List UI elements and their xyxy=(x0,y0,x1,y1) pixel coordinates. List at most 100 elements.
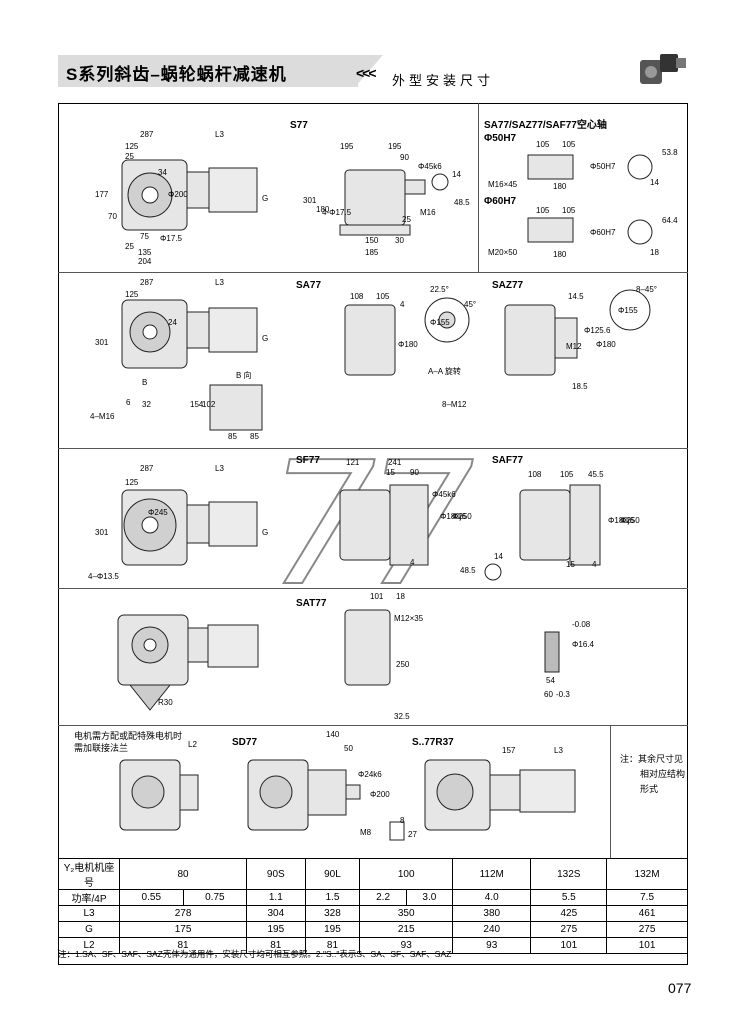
sa77-motor xyxy=(208,307,258,353)
table-cell: 132M xyxy=(606,858,688,890)
side-note-line: 相对应结构 xyxy=(640,769,686,779)
table-row: L2 81 81 81 93 93 101 101 xyxy=(58,937,688,954)
row-header: G xyxy=(58,921,120,938)
dim: 18 xyxy=(396,592,405,601)
dim: 25 xyxy=(125,152,134,161)
dim: 90 xyxy=(400,153,409,162)
dim: 25 xyxy=(125,242,134,251)
table-cell: 101 xyxy=(530,937,608,954)
dim: M8 xyxy=(360,828,372,837)
sa77-b-view xyxy=(209,384,263,431)
dim: Φ180j6 xyxy=(608,516,634,525)
table-cell: 3.0 xyxy=(405,889,453,906)
dim: 45.5 xyxy=(588,470,604,479)
page-subtitle: 外型安装尺寸 xyxy=(392,73,495,88)
sat77-side-housing xyxy=(344,609,391,686)
dim: B xyxy=(142,378,148,387)
dim: 105 xyxy=(560,470,574,479)
dim: 101 xyxy=(370,592,384,601)
sf77-flange-side xyxy=(389,484,429,566)
label-phi60: Φ60H7 xyxy=(484,196,517,207)
table-cell: 425 xyxy=(530,905,608,922)
dim: Φ24k6 xyxy=(358,770,382,779)
dim: 250 xyxy=(396,660,410,669)
table-cell: 5.5 xyxy=(530,889,608,906)
drawing-frame xyxy=(58,103,688,965)
dim: 195 xyxy=(388,142,402,151)
dim: 4 xyxy=(400,300,405,309)
dim: L3 xyxy=(215,464,224,473)
dim: 25 xyxy=(402,215,411,224)
dim: 27 xyxy=(408,830,417,839)
dim: 287 xyxy=(140,464,154,473)
dim: 301 xyxy=(95,528,109,537)
chevron-icon: <<< xyxy=(356,65,376,81)
page-number: 077 xyxy=(668,980,692,996)
dim: L2 xyxy=(188,740,197,749)
dim: 105 xyxy=(562,206,576,215)
dim: 4 xyxy=(410,558,415,567)
footer-note: 注：1.SA、SF、SAF、SAZ壳体为通用件，安装尺寸均可相互参照。2."S.… xyxy=(58,949,452,959)
dim: 18.5 xyxy=(572,382,588,391)
dim: 105 xyxy=(536,140,550,149)
dim: R30 xyxy=(158,698,173,707)
dim: 60 xyxy=(544,690,553,699)
page-title: S系列斜齿–蜗轮蜗杆减速机 xyxy=(66,65,287,84)
dim: 48.5 xyxy=(460,566,476,575)
table-row: L3 278 304 328 350 380 425 461 xyxy=(58,905,688,922)
table-cell: 215 xyxy=(359,921,453,938)
dim: G xyxy=(262,334,269,343)
dim: 287 xyxy=(140,278,154,287)
label-sat77: SAT77 xyxy=(296,598,327,609)
divider-1 xyxy=(58,272,688,273)
dim: 32 xyxy=(142,400,151,409)
dim: 48.5 xyxy=(454,198,470,207)
dim: 8–45° xyxy=(636,285,657,294)
table-cell: 80 xyxy=(118,858,248,890)
dim: M16 xyxy=(420,208,436,217)
dim: Φ45k6 xyxy=(432,490,456,499)
dim: 70 xyxy=(108,212,117,221)
table-cell: 350 xyxy=(359,905,453,922)
table-cell: 7.5 xyxy=(606,889,688,906)
table-cell: 195 xyxy=(304,921,361,938)
table-cell: 240 xyxy=(451,921,532,938)
label-hollow-shaft: SA77/SAZ77/SAF77空心轴 xyxy=(484,120,607,131)
table-cell: 275 xyxy=(606,921,688,938)
dim: 204 xyxy=(138,257,152,266)
table-cell: 81 xyxy=(304,937,361,954)
dim: 125 xyxy=(125,478,139,487)
dim: 121 xyxy=(346,458,360,467)
divider-side-note xyxy=(610,725,611,858)
side-note-line: 形式 xyxy=(640,784,659,794)
divider-3 xyxy=(58,588,688,589)
dim: 22.5° xyxy=(430,285,449,294)
dim: Φ155 xyxy=(618,306,638,315)
table-cell: 328 xyxy=(304,905,361,922)
table-cell: 93 xyxy=(359,937,453,954)
table-cell: 90S xyxy=(246,858,306,890)
dim: L3 xyxy=(215,130,224,139)
table-cell: 0.75 xyxy=(182,889,248,906)
label-saz77: SAZ77 xyxy=(492,280,524,291)
gearbox-thumbnail-icon xyxy=(640,54,686,84)
dim: 4 xyxy=(592,560,597,569)
dim: 287 xyxy=(140,130,154,139)
sat77-motor xyxy=(207,624,259,668)
dim: -0.3 xyxy=(556,690,570,699)
header-band xyxy=(58,55,358,87)
divider-hollow-shaft xyxy=(478,103,479,272)
dim: 85 xyxy=(250,432,259,441)
dim: 50 xyxy=(344,744,353,753)
dim: 75 xyxy=(140,232,149,241)
table-cell: 175 xyxy=(118,921,248,938)
dim: 105 xyxy=(562,140,576,149)
dim: 90 xyxy=(410,468,419,477)
saf77-housing xyxy=(519,489,571,561)
dim: 4–M16 xyxy=(90,412,115,421)
s77-motor xyxy=(208,167,258,213)
dim: 53.8 xyxy=(662,148,678,157)
divider-2 xyxy=(58,448,688,449)
dim: A–A 旋转 xyxy=(428,367,461,376)
